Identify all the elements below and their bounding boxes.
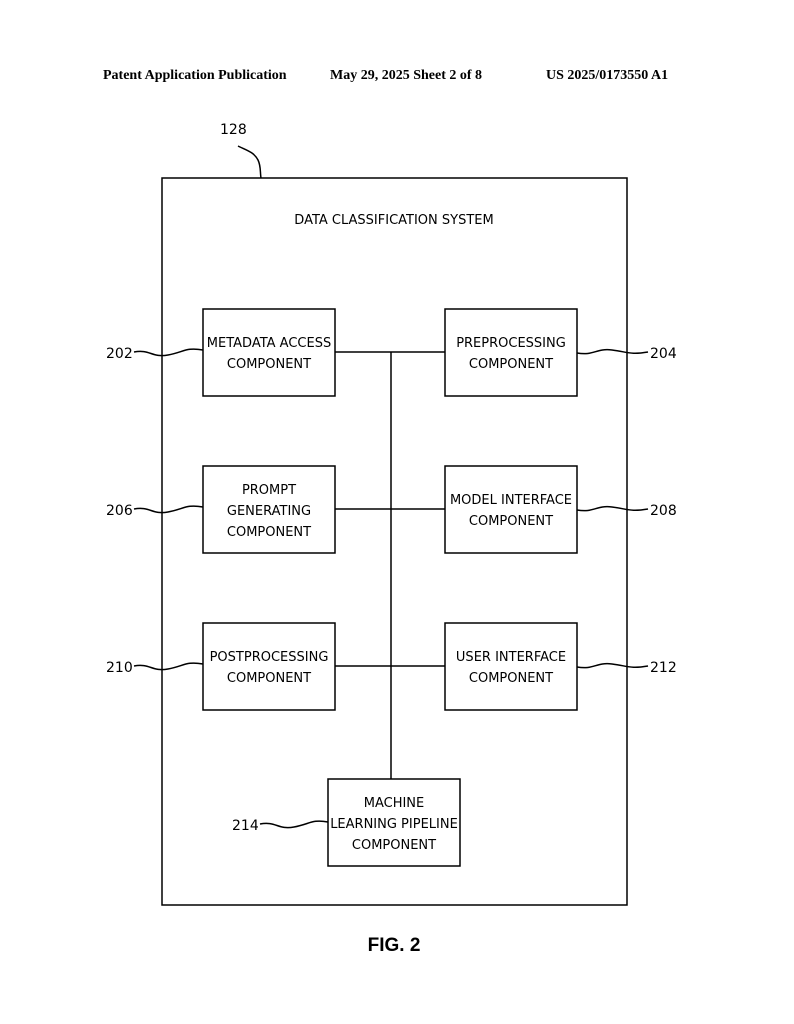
component-214: MACHINE LEARNING PIPELINE COMPONENT — [327, 778, 461, 867]
ref-206: 206 — [106, 503, 133, 519]
svg-text:MACHINE: MACHINE — [364, 796, 425, 811]
svg-text:PREPROCESSING: PREPROCESSING — [456, 336, 566, 351]
header-publication: Patent Application Publication — [103, 68, 287, 83]
header-date-sheet: May 29, 2025 Sheet 2 of 8 — [330, 68, 483, 83]
svg-text:COMPONENT: COMPONENT — [469, 671, 553, 686]
header-patent-number: US 2025/0173550 A1 — [546, 68, 669, 83]
component-208: MODEL INTERFACE COMPONENT — [444, 465, 578, 554]
svg-text:COMPONENT: COMPONENT — [469, 514, 553, 529]
svg-text:METADATA ACCESS: METADATA ACCESS — [207, 336, 331, 351]
component-210: POSTPROCESSING COMPONENT — [202, 622, 336, 711]
component-204: PREPROCESSING COMPONENT — [444, 308, 578, 397]
component-202: METADATA ACCESS COMPONENT — [202, 308, 336, 397]
ref-210: 210 — [106, 660, 133, 676]
leader-202 — [133, 348, 204, 357]
svg-text:COMPONENT: COMPONENT — [227, 357, 311, 372]
leader-210 — [133, 662, 204, 671]
svg-text:GENERATING: GENERATING — [227, 504, 311, 519]
figure-label: FIG. 2 — [368, 935, 421, 956]
page-header: Patent Application Publication May 29, 2… — [0, 68, 794, 88]
ref-202: 202 — [106, 346, 133, 362]
svg-text:COMPONENT: COMPONENT — [352, 838, 436, 853]
svg-text:COMPONENT: COMPONENT — [469, 357, 553, 372]
component-206: PROMPT GENERATING COMPONENT — [202, 465, 336, 554]
ref-212: 212 — [650, 660, 677, 676]
leader-208 — [576, 505, 649, 512]
system-ref-leader — [237, 145, 262, 179]
svg-text:LEARNING PIPELINE: LEARNING PIPELINE — [330, 817, 458, 832]
svg-text:PROMPT: PROMPT — [242, 483, 296, 498]
svg-text:USER INTERFACE: USER INTERFACE — [456, 650, 566, 665]
svg-text:COMPONENT: COMPONENT — [227, 671, 311, 686]
leader-204 — [576, 348, 649, 355]
leader-214 — [259, 820, 329, 829]
ref-214: 214 — [232, 818, 259, 834]
system-title: DATA CLASSIFICATION SYSTEM — [294, 213, 493, 228]
leader-212 — [576, 662, 649, 669]
svg-text:MODEL INTERFACE: MODEL INTERFACE — [450, 493, 572, 508]
system-ref: 128 — [220, 122, 247, 138]
ref-204: 204 — [650, 346, 677, 362]
leader-206 — [133, 505, 204, 514]
svg-text:POSTPROCESSING: POSTPROCESSING — [210, 650, 329, 665]
component-212: USER INTERFACE COMPONENT — [444, 622, 578, 711]
ref-208: 208 — [650, 503, 677, 519]
svg-text:COMPONENT: COMPONENT — [227, 525, 311, 540]
